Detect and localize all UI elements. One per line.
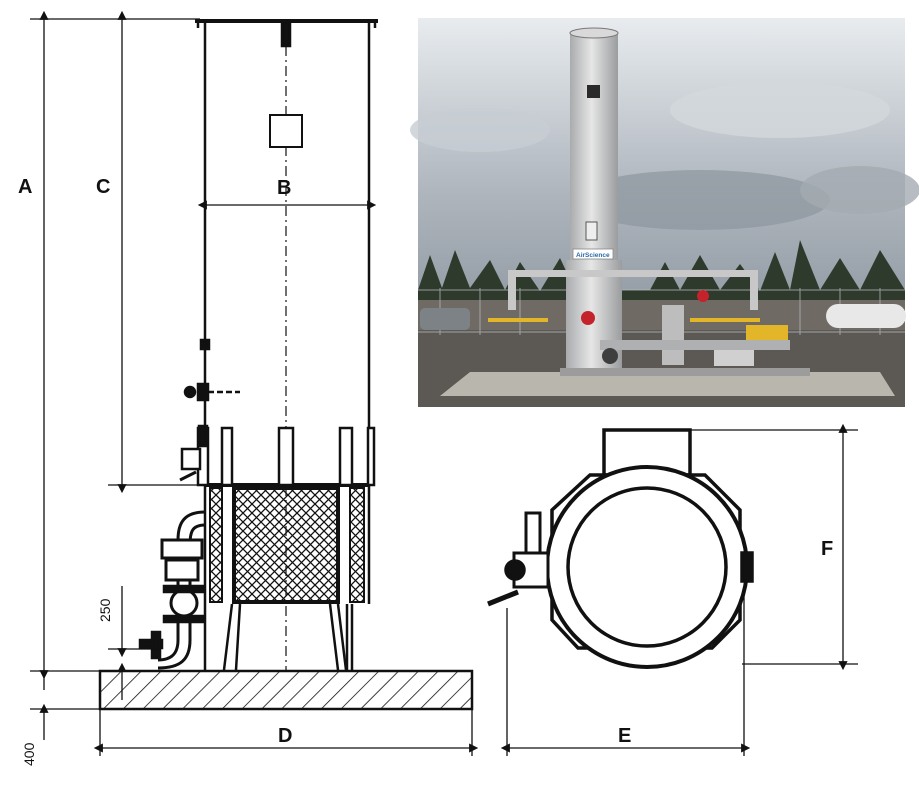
side-elevation: [138, 19, 378, 671]
inlet-pipe: [138, 510, 206, 670]
lid-bolt: [280, 20, 292, 48]
dim-label-f: F: [821, 538, 833, 560]
dim-label-250: 250: [97, 598, 113, 622]
dim-label-e: E: [618, 725, 631, 747]
inspection-window: [269, 114, 303, 148]
dim-label-d: D: [278, 725, 292, 747]
carbon-basket: [232, 486, 340, 604]
sample-valve: [183, 382, 240, 402]
plan-inner-ring: [566, 486, 728, 648]
dim-label-a: A: [18, 176, 32, 198]
plan-view: [487, 428, 754, 669]
installation-photo: AirScience: [410, 18, 919, 407]
dim-label-400: 400: [21, 742, 37, 766]
photo-nameplate: AirScience: [576, 252, 610, 259]
dimension-lines-plan: [500, 423, 858, 756]
concrete-base: [98, 669, 474, 711]
dim-label-c: C: [96, 176, 110, 198]
dimension-lines-side: [30, 10, 479, 756]
dim-label-b: B: [277, 177, 291, 199]
